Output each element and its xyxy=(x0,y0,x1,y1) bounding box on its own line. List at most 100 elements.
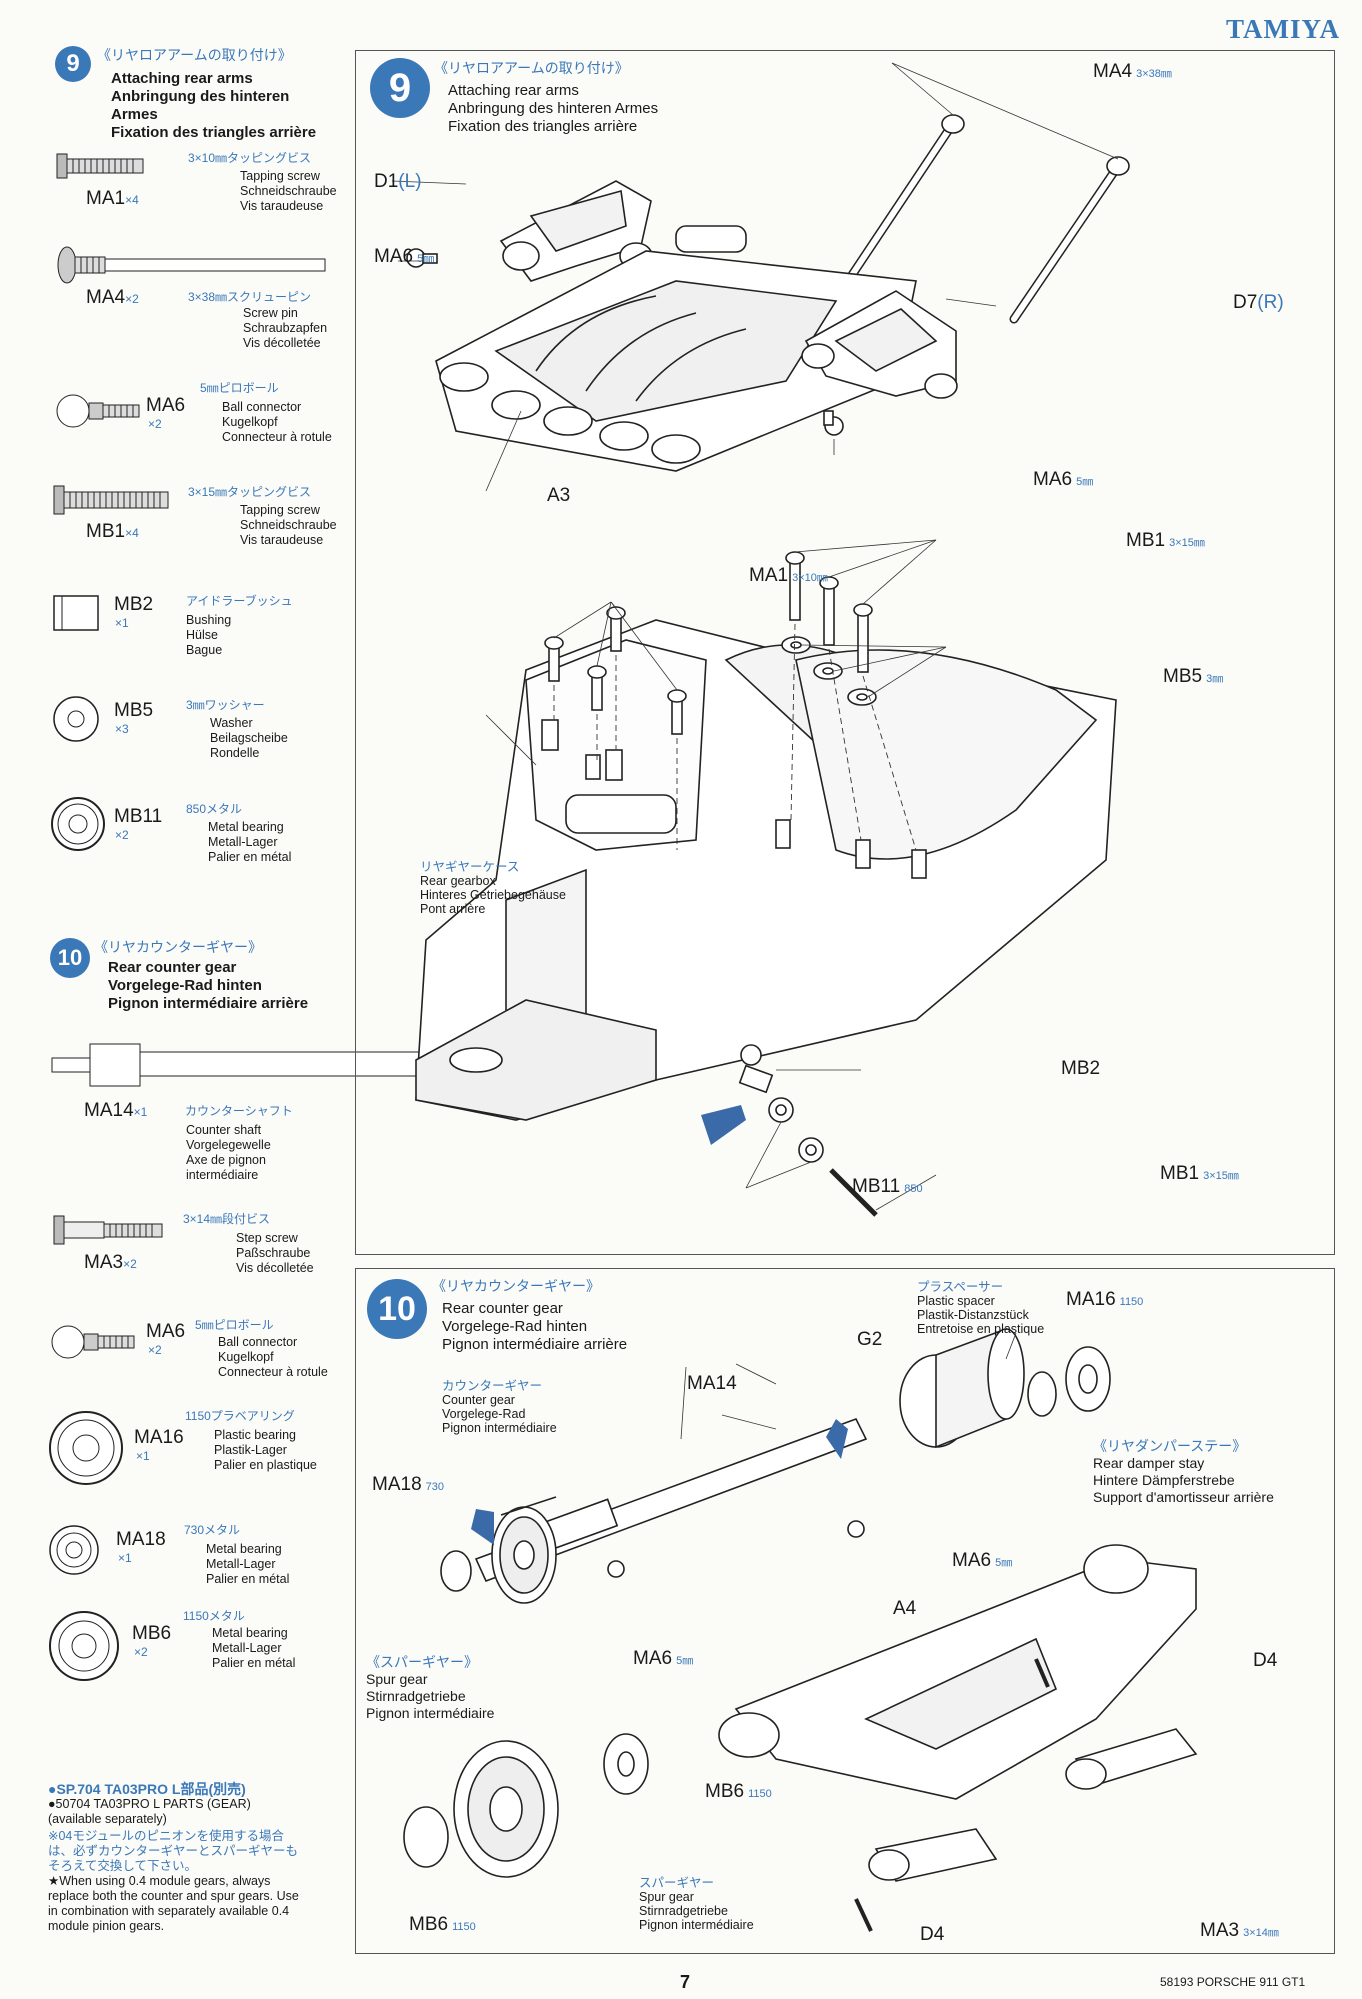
part-mb5-jp: 3㎜ワッシャー xyxy=(186,698,265,712)
spur-gear-callout-lower: スパーギヤー Spur gear Stirnradgetriebe Pignon… xyxy=(639,1876,754,1932)
part-ma6-jp: 5㎜ピロボール xyxy=(200,381,279,395)
metal-bearing-icon xyxy=(51,797,105,851)
part-ma6-code: MA6 xyxy=(146,395,186,416)
step-10-title-en: Rear counter gear xyxy=(108,959,237,976)
part-ma14-jp: カウンターシャフト xyxy=(185,1104,293,1118)
part-mb11-jp: 850メタル xyxy=(186,802,243,816)
plastic-bearing-icon xyxy=(49,1411,123,1485)
step-9-panel xyxy=(355,50,1335,1255)
counter-shaft-icon xyxy=(51,1043,443,1087)
part-mb6-qty: ×2 xyxy=(134,1645,148,1659)
rear-arm-assembly-diagram xyxy=(391,62,1130,492)
step-9-title-fr: Fixation des triangles arrière xyxy=(111,124,317,141)
part-ma6b-code: MA6 xyxy=(146,1321,186,1342)
damper-stay-callout: 《リヤダンパーステー》 Rear damper stay Hintere Däm… xyxy=(1093,1438,1274,1505)
step-9-title-de: Anbringung des hinteren xyxy=(111,88,290,105)
model-number: 58193 PORSCHE 911 GT1 xyxy=(1160,1975,1306,1989)
step-9-title-en: Attaching rear arms xyxy=(111,70,253,87)
part-mb1-jp: 3×15㎜タッピングビス xyxy=(188,485,312,499)
parts-sidebar: 9 《リヤロアアームの取り付け》 Attaching rear arms Anb… xyxy=(0,0,443,1999)
part-ma1-code: MA1×4 xyxy=(86,188,139,209)
part-mb2-code: MB2 xyxy=(114,594,154,615)
step-9-panel-badge: 9 xyxy=(370,58,430,118)
metal-bearing-icon xyxy=(49,1611,119,1681)
step-9-title-de-cont: Armes xyxy=(111,106,158,123)
metal-bearing-icon xyxy=(49,1525,99,1575)
part-mb2-qty: ×1 xyxy=(115,616,129,630)
step-10-title-jp: 《リヤカウンターギヤー》 xyxy=(94,939,262,955)
part-mb6-code: MB6 xyxy=(132,1623,172,1644)
screw-pin-icon xyxy=(57,246,326,284)
step-10-title-de: Vorgelege-Rad hinten xyxy=(108,977,262,994)
label-d4-lower: D4 xyxy=(920,1924,945,1945)
rear-gearbox-diagram xyxy=(415,539,1117,1217)
step-10-panel xyxy=(355,1268,1335,1954)
label-g2: G2 xyxy=(857,1329,883,1350)
part-ma6b-qty: ×2 xyxy=(148,1343,162,1357)
label-d7: D7(R) xyxy=(1233,292,1284,313)
label-d4-upper: D4 xyxy=(1253,1650,1278,1671)
part-mb11-code: MB11 xyxy=(114,806,163,827)
label-a4: A4 xyxy=(893,1598,917,1619)
label-mb2: MB2 xyxy=(1061,1058,1101,1079)
counter-gear-callout: カウンターギヤー Counter gear Vorgelege-Rad Pign… xyxy=(442,1379,557,1435)
ball-connector-icon xyxy=(56,394,140,428)
step-9-panel-title-jp: 《リヤロアアームの取り付け》 xyxy=(434,60,629,76)
gearbox-callout: リヤギヤーケース Rear gearbox Hinteres Getriebeg… xyxy=(420,860,566,916)
tapping-screw-icon xyxy=(53,485,169,515)
ball-connector-icon xyxy=(51,1325,135,1359)
part-ma3-code: MA3×2 xyxy=(84,1252,137,1273)
part-ma16-jp: 1150プラベアリング xyxy=(185,1409,295,1423)
plastic-spacer-callout: プラスペーサー Plastic spacer Plastik-Distanzst… xyxy=(917,1280,1045,1336)
label-a3: A3 xyxy=(547,485,571,506)
part-mb5-code: MB5 xyxy=(114,700,154,721)
part-ma1-jp: 3×10㎜タッピングビス xyxy=(188,151,312,165)
step-10-panel-badge: 10 xyxy=(367,1279,427,1339)
step-9-title-jp: 《リヤロアアームの取り付け》 xyxy=(97,47,292,63)
part-ma3-jp: 3×14㎜段付ビス xyxy=(183,1212,271,1226)
step-10-title-fr: Pignon intermédiaire arrière xyxy=(108,995,309,1012)
option-parts-note: ●SP.704 TA03PRO L部品(別売) ●50704 TA03PRO L… xyxy=(48,1781,299,1934)
page-number: 7 xyxy=(680,1972,691,1992)
part-ma18-qty: ×1 xyxy=(118,1551,132,1565)
part-mb2-jp: アイドラーブッシュ xyxy=(186,594,293,608)
part-ma14-code: MA14×1 xyxy=(84,1100,148,1121)
part-ma6b-jp: 5㎜ピロボール xyxy=(195,1318,274,1332)
part-ma6-qty: ×2 xyxy=(148,417,162,431)
part-mb5-qty: ×3 xyxy=(115,722,129,736)
spur-gear-callout: 《スパーギヤー》 Spur gear Stirnradgetriebe Pign… xyxy=(366,1654,495,1721)
part-ma4-jp: 3×38㎜スクリューピン xyxy=(188,290,312,304)
step-10-panel-title-jp: 《リヤカウンターギヤー》 xyxy=(432,1278,600,1294)
part-ma16-qty: ×1 xyxy=(136,1449,150,1463)
part-mb6-jp: 1150メタル xyxy=(183,1609,245,1623)
part-ma18-jp: 730メタル xyxy=(184,1523,241,1537)
step-10-badge: 10 xyxy=(50,938,90,978)
step-9-badge: 9 xyxy=(55,46,91,82)
bushing-icon xyxy=(53,595,99,631)
tapping-screw-icon xyxy=(56,153,144,179)
label-d1: D1(L) xyxy=(374,171,422,192)
